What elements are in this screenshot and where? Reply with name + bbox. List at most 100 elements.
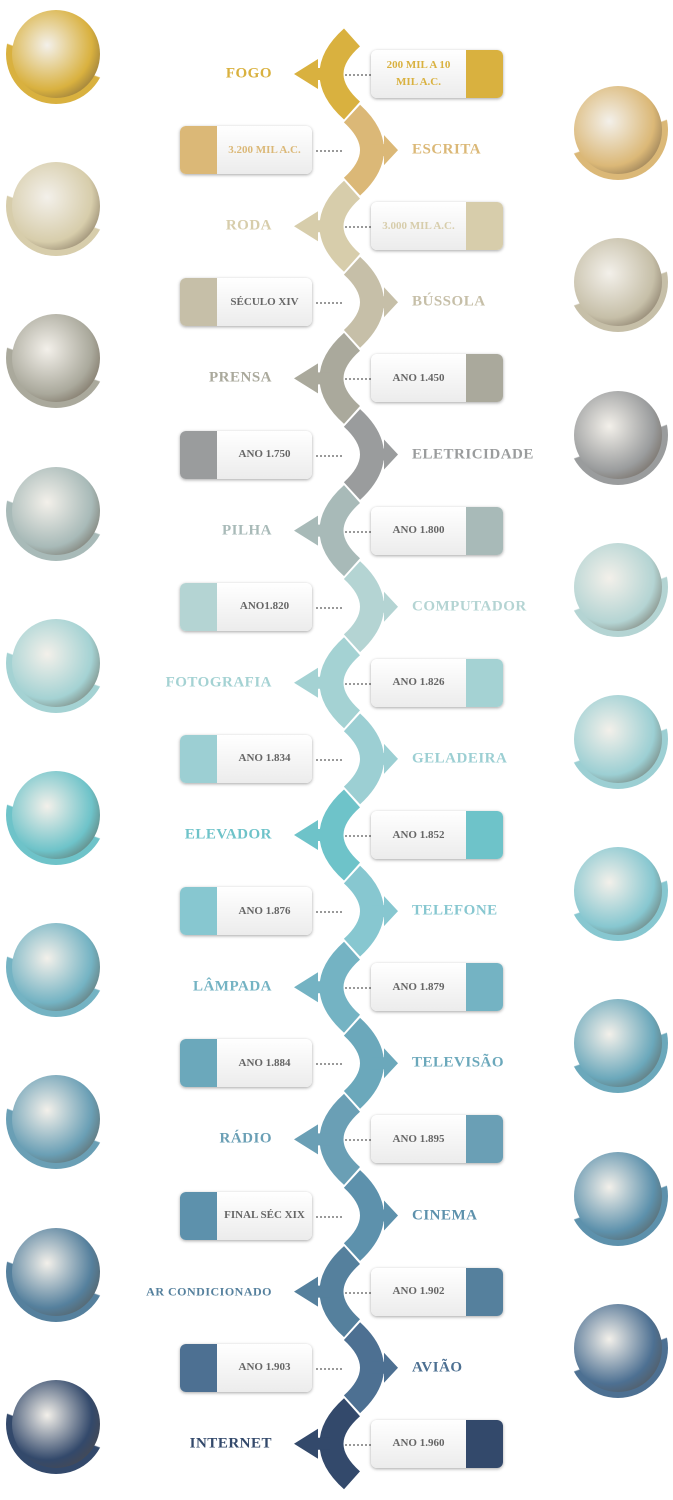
- dotted-connector: [345, 1139, 371, 1142]
- voltaic-pile-image: [6, 460, 106, 561]
- date-text: 3.000 MIL A.C.: [382, 219, 455, 232]
- clay-tablet-writing-image: [568, 80, 668, 181]
- invention-label: RÁDIO: [219, 1130, 272, 1147]
- date-box: ANO 1.903: [180, 1343, 312, 1392]
- dotted-connector: [316, 1367, 342, 1370]
- date-box: 3.000 MIL A.C.: [371, 202, 503, 251]
- spine-segment: [343, 1170, 384, 1261]
- spine-segment: [343, 713, 384, 805]
- photo: [574, 999, 662, 1088]
- date-box: 200 MIL A 10 MIL A.C.: [371, 50, 503, 98]
- invention-label: AR CONDICIONADO: [146, 1284, 272, 1299]
- arrow-left-icon: [294, 211, 330, 242]
- date-box-tab: [466, 50, 503, 98]
- invention-label: LÂMPADA: [192, 978, 272, 995]
- date-box-tab: [466, 1267, 503, 1316]
- date-box-tab: [466, 1115, 503, 1164]
- spine-segment: [319, 180, 361, 272]
- invention-label: BÚSSOLA: [412, 293, 486, 310]
- photo: [12, 314, 100, 403]
- date-box: ANO 1.750: [180, 430, 312, 479]
- wooden-wheel-image: [6, 156, 106, 257]
- date-text: ANO 1.876: [238, 904, 291, 917]
- invention-label: COMPUTADOR: [412, 598, 527, 615]
- spine-segment: [319, 332, 361, 424]
- date-box-tab: [466, 1419, 503, 1468]
- date-box: ANO 1.876: [180, 887, 312, 936]
- date-box: ANO1.820: [180, 582, 312, 631]
- photo: [574, 694, 662, 783]
- dotted-connector: [345, 1291, 371, 1294]
- date-text: 200 MIL A 10 MIL A.C.: [386, 59, 451, 88]
- spine-segment: [319, 28, 361, 120]
- printing-press-image: [6, 308, 106, 409]
- dotted-connector: [316, 758, 342, 761]
- old-television-image: [568, 993, 668, 1094]
- spine-segment: [319, 1398, 361, 1490]
- date-text: ANO 1.834: [238, 752, 291, 765]
- photo: [12, 10, 100, 98]
- spine-segment: [343, 104, 384, 196]
- arrow-right-icon: [372, 591, 398, 622]
- arrow-left-icon: [294, 972, 330, 1003]
- date-text: ANO 1.450: [392, 371, 445, 384]
- arrow-right-icon: [372, 287, 398, 318]
- date-text: ANO1.820: [239, 600, 290, 613]
- date-text: ANO 1.960: [392, 1437, 445, 1450]
- arrow-left-icon: [294, 1124, 330, 1155]
- arrow-right-icon: [372, 439, 398, 470]
- date-text: ANO 1.826: [392, 676, 445, 689]
- arrow-right-icon: [372, 1352, 398, 1383]
- elevator-engraving-image: [6, 765, 106, 865]
- photo: [574, 542, 662, 631]
- dotted-connector: [316, 150, 342, 153]
- photo: [12, 923, 100, 1012]
- spine-segment: [343, 1017, 384, 1109]
- film-camera-image: [568, 1145, 668, 1246]
- spine-segment: [319, 941, 361, 1033]
- old-refrigerator-image: [568, 688, 668, 789]
- date-box-tab: [180, 887, 217, 936]
- date-box-tab: [466, 354, 503, 403]
- date-text: ANO 1.879: [392, 980, 445, 993]
- arrow-left-icon: [294, 515, 330, 546]
- arrow-right-icon: [372, 743, 398, 774]
- date-box: ANO 1.884: [180, 1039, 312, 1088]
- photo: [574, 1151, 662, 1240]
- date-text: FINAL SÉC XIX: [224, 1209, 305, 1221]
- invention-label: GELADEIRA: [412, 750, 508, 767]
- invention-label: AVIÃO: [412, 1359, 463, 1376]
- arrow-left-icon: [294, 820, 330, 850]
- date-box: ANO 1.902: [371, 1267, 503, 1316]
- arrow-right-icon: [372, 896, 398, 927]
- date-box: ANO 1.834: [180, 734, 312, 783]
- date-text: ANO 1.902: [392, 1285, 445, 1298]
- spine-segment: [319, 1093, 361, 1185]
- invention-label: RODA: [225, 217, 272, 234]
- date-box: FINAL SÉC XIX: [180, 1191, 312, 1240]
- photo: [12, 771, 100, 859]
- spine-segment: [343, 256, 384, 348]
- date-text: ANO 1.903: [238, 1361, 291, 1374]
- difference-engine-image: [568, 536, 668, 637]
- arrow-right-icon: [372, 135, 398, 166]
- dotted-connector: [345, 378, 371, 381]
- photo: [12, 162, 100, 251]
- arrow-right-icon: [372, 1048, 398, 1079]
- invention-label: INTERNET: [189, 1435, 272, 1452]
- date-box-tab: [466, 811, 503, 859]
- dotted-connector: [316, 454, 342, 457]
- photo: [12, 1075, 100, 1164]
- old-radio-image: [6, 1069, 106, 1170]
- date-box-tab: [466, 963, 503, 1012]
- dotted-connector: [316, 302, 342, 305]
- photo: [12, 1379, 100, 1468]
- date-box-tab: [180, 1191, 217, 1240]
- spine-segment: [319, 1246, 361, 1338]
- spine-segment: [319, 789, 361, 881]
- arrow-left-icon: [294, 667, 330, 698]
- photo: [574, 847, 662, 936]
- light-bulb-image: [6, 917, 106, 1018]
- dotted-connector: [345, 987, 371, 990]
